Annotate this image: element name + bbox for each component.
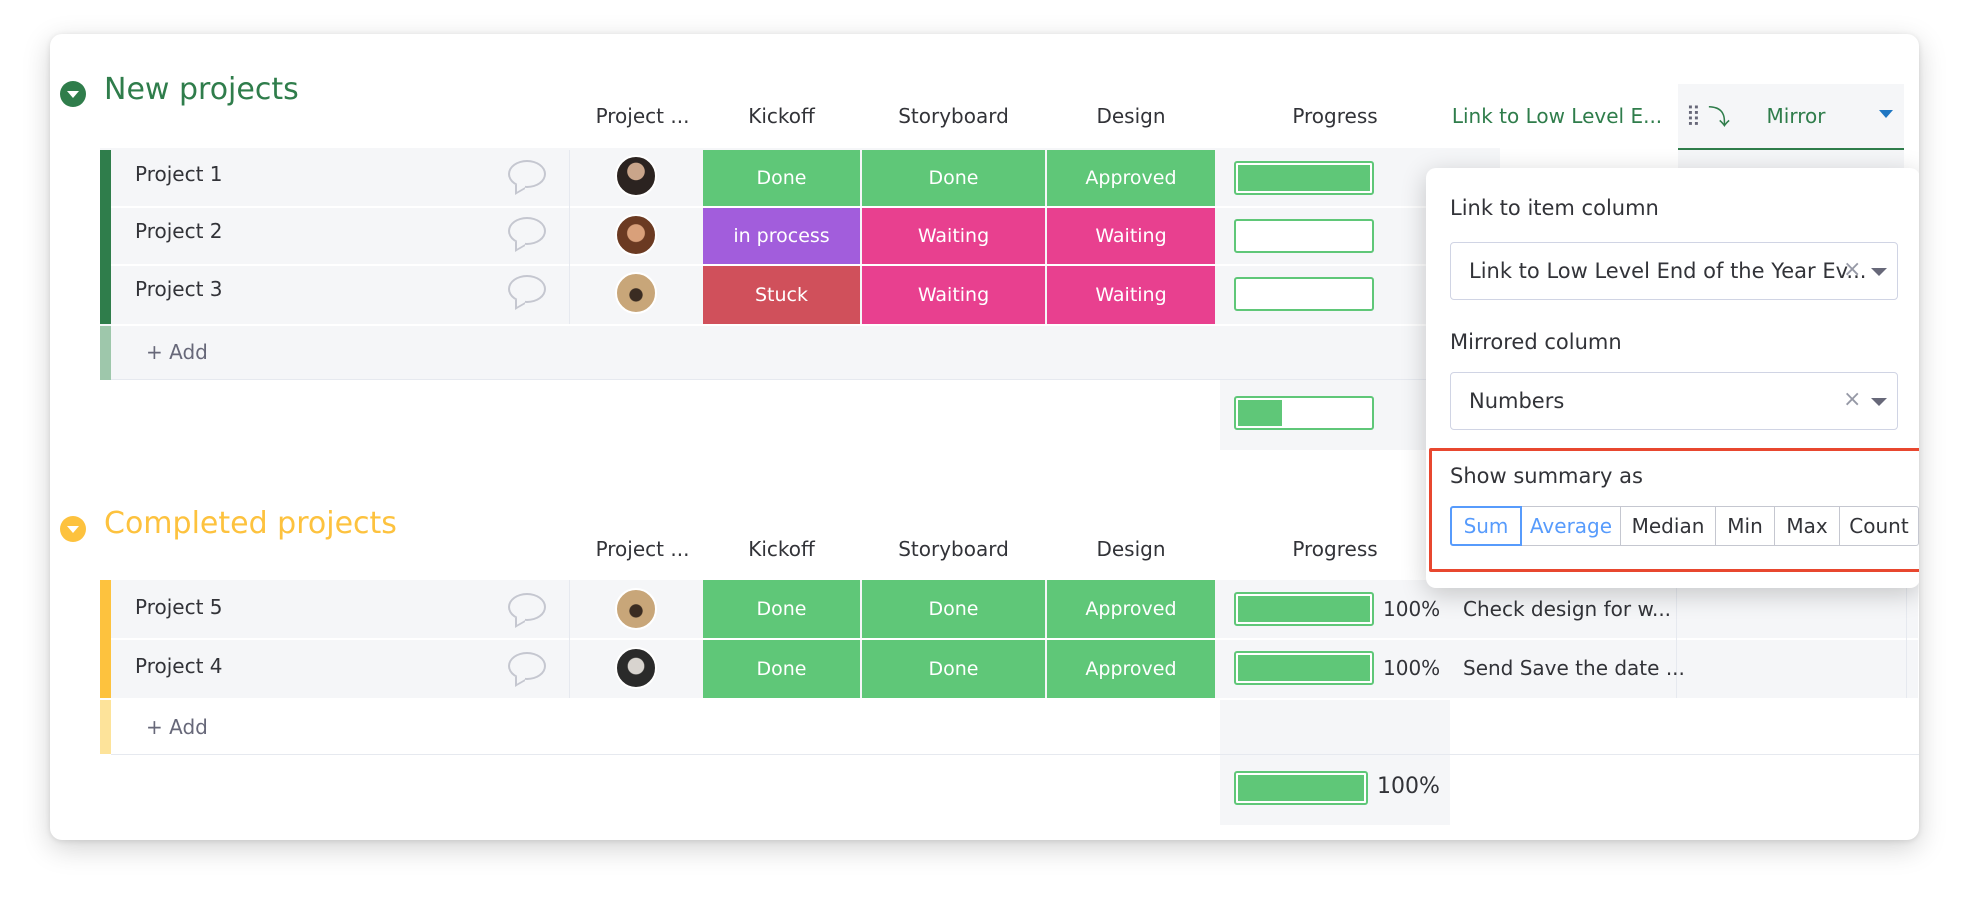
column-header-mirror[interactable]: Mirror [1766, 104, 1826, 128]
summary-option-count[interactable]: Count [1839, 506, 1919, 546]
link-column-label: Link to item column [1450, 196, 1659, 220]
add-item-button[interactable]: + Add [146, 340, 208, 364]
status-kickoff[interactable]: in process [703, 208, 860, 264]
item-name[interactable]: Project 4 [135, 654, 223, 678]
progress-fill [1238, 775, 1364, 801]
mirrored-column-value: Numbers [1469, 389, 1565, 413]
mirror-underline [1678, 148, 1904, 150]
update-bubble-icon[interactable] [508, 652, 546, 680]
summary-highlight-box [1429, 448, 1919, 572]
status-kickoff[interactable]: Done [703, 580, 860, 638]
board: New projects Project ... Kickoff Storybo… [50, 34, 1919, 840]
group-title-completed-projects[interactable]: Completed projects [104, 506, 397, 541]
avatar[interactable] [615, 272, 657, 314]
column-menu-chevron-down-icon[interactable] [1879, 110, 1893, 118]
avatar[interactable] [615, 155, 657, 197]
link-cell[interactable]: Check design for w... [1463, 597, 1672, 621]
column-header-project[interactable]: Project ... [595, 537, 690, 561]
summary-option-min[interactable]: Min [1715, 506, 1775, 546]
group-title-new-projects[interactable]: New projects [104, 72, 299, 107]
group-add-color-bar [100, 326, 111, 380]
column-header-link[interactable]: Link to Low Level E... [1451, 104, 1663, 128]
add-item-button[interactable]: + Add [146, 715, 208, 739]
update-bubble-icon[interactable] [508, 593, 546, 621]
status-storyboard[interactable]: Done [862, 640, 1045, 698]
progress-percent: 100% [1383, 597, 1441, 621]
group-add-row-bg [1220, 698, 1450, 754]
group-collapse-icon[interactable] [60, 81, 86, 107]
progress-fill [1238, 165, 1370, 191]
item-name[interactable]: Project 1 [135, 162, 223, 186]
summary-option-median[interactable]: Median [1620, 506, 1716, 546]
column-header-progress[interactable]: Progress [1292, 104, 1378, 128]
status-storyboard[interactable]: Done [862, 150, 1045, 206]
status-design[interactable]: Approved [1047, 150, 1215, 206]
progress-bar [1234, 219, 1374, 253]
progress-bar [1234, 277, 1374, 311]
summary-label: Show summary as [1450, 464, 1643, 488]
column-header-kickoff[interactable]: Kickoff [748, 104, 815, 128]
link-cell[interactable]: Send Save the date ... [1463, 656, 1685, 680]
summary-progress-percent: 100% [1377, 774, 1440, 799]
column-header-storyboard[interactable]: Storyboard [898, 537, 1009, 561]
item-name[interactable]: Project 3 [135, 277, 223, 301]
status-storyboard[interactable]: Done [862, 580, 1045, 638]
column-header-mirror-active[interactable] [1678, 84, 1904, 182]
status-design[interactable]: Waiting [1047, 208, 1215, 264]
column-header-storyboard[interactable]: Storyboard [898, 104, 1009, 128]
progress-percent: 100% [1383, 656, 1441, 680]
avatar[interactable] [615, 588, 657, 630]
link-column-value: Link to Low Level End of the Year Ev... [1469, 259, 1867, 283]
progress-fill [1238, 400, 1282, 426]
chevron-down-icon[interactable] [1871, 398, 1887, 406]
column-header-project[interactable]: Project ... [595, 104, 690, 128]
column-header-design[interactable]: Design [1096, 104, 1166, 128]
avatar[interactable] [615, 214, 657, 256]
status-storyboard[interactable]: Waiting [862, 208, 1045, 264]
item-name[interactable]: Project 5 [135, 595, 223, 619]
summary-progress-bar [1234, 771, 1368, 805]
update-bubble-icon[interactable] [508, 275, 546, 303]
chevron-down-icon[interactable] [1871, 268, 1887, 276]
group-collapse-icon[interactable] [60, 516, 86, 542]
progress-bar [1234, 161, 1374, 195]
status-design[interactable]: Waiting [1047, 266, 1215, 324]
progress-bar [1234, 651, 1374, 685]
summary-option-average[interactable]: Average [1521, 506, 1621, 546]
status-kickoff[interactable]: Stuck [703, 266, 860, 324]
update-bubble-icon[interactable] [508, 160, 546, 188]
group-color-bar [100, 580, 111, 698]
mirrored-column-select[interactable]: Numbers × [1450, 372, 1898, 430]
status-design[interactable]: Approved [1047, 580, 1215, 638]
link-column-select[interactable]: Link to Low Level End of the Year Ev... … [1450, 242, 1898, 300]
avatar[interactable] [615, 647, 657, 689]
status-design[interactable]: Approved [1047, 640, 1215, 698]
update-bubble-icon[interactable] [508, 217, 546, 245]
column-header-progress[interactable]: Progress [1292, 537, 1378, 561]
mirrored-column-label: Mirrored column [1450, 330, 1622, 354]
status-storyboard[interactable]: Waiting [862, 266, 1045, 324]
summary-option-max[interactable]: Max [1774, 506, 1840, 546]
summary-progress-bar [1234, 396, 1374, 430]
clear-icon[interactable]: × [1843, 387, 1862, 412]
progress-fill [1238, 596, 1370, 622]
drag-handle-icon[interactable]: ⣿ [1686, 102, 1701, 126]
mirror-arrow-icon: ⤵ [1708, 106, 1731, 131]
mirror-column-settings-panel: Link to item column Link to Low Level En… [1426, 168, 1919, 588]
item-name[interactable]: Project 2 [135, 219, 223, 243]
progress-fill [1238, 655, 1370, 681]
clear-icon[interactable]: × [1843, 257, 1862, 282]
summary-option-sum[interactable]: Sum [1450, 506, 1522, 546]
progress-bar [1234, 592, 1374, 626]
group-color-bar [100, 150, 111, 324]
column-header-design[interactable]: Design [1096, 537, 1166, 561]
status-kickoff[interactable]: Done [703, 150, 860, 206]
group-add-color-bar [100, 700, 111, 754]
column-header-kickoff[interactable]: Kickoff [748, 537, 815, 561]
status-kickoff[interactable]: Done [703, 640, 860, 698]
